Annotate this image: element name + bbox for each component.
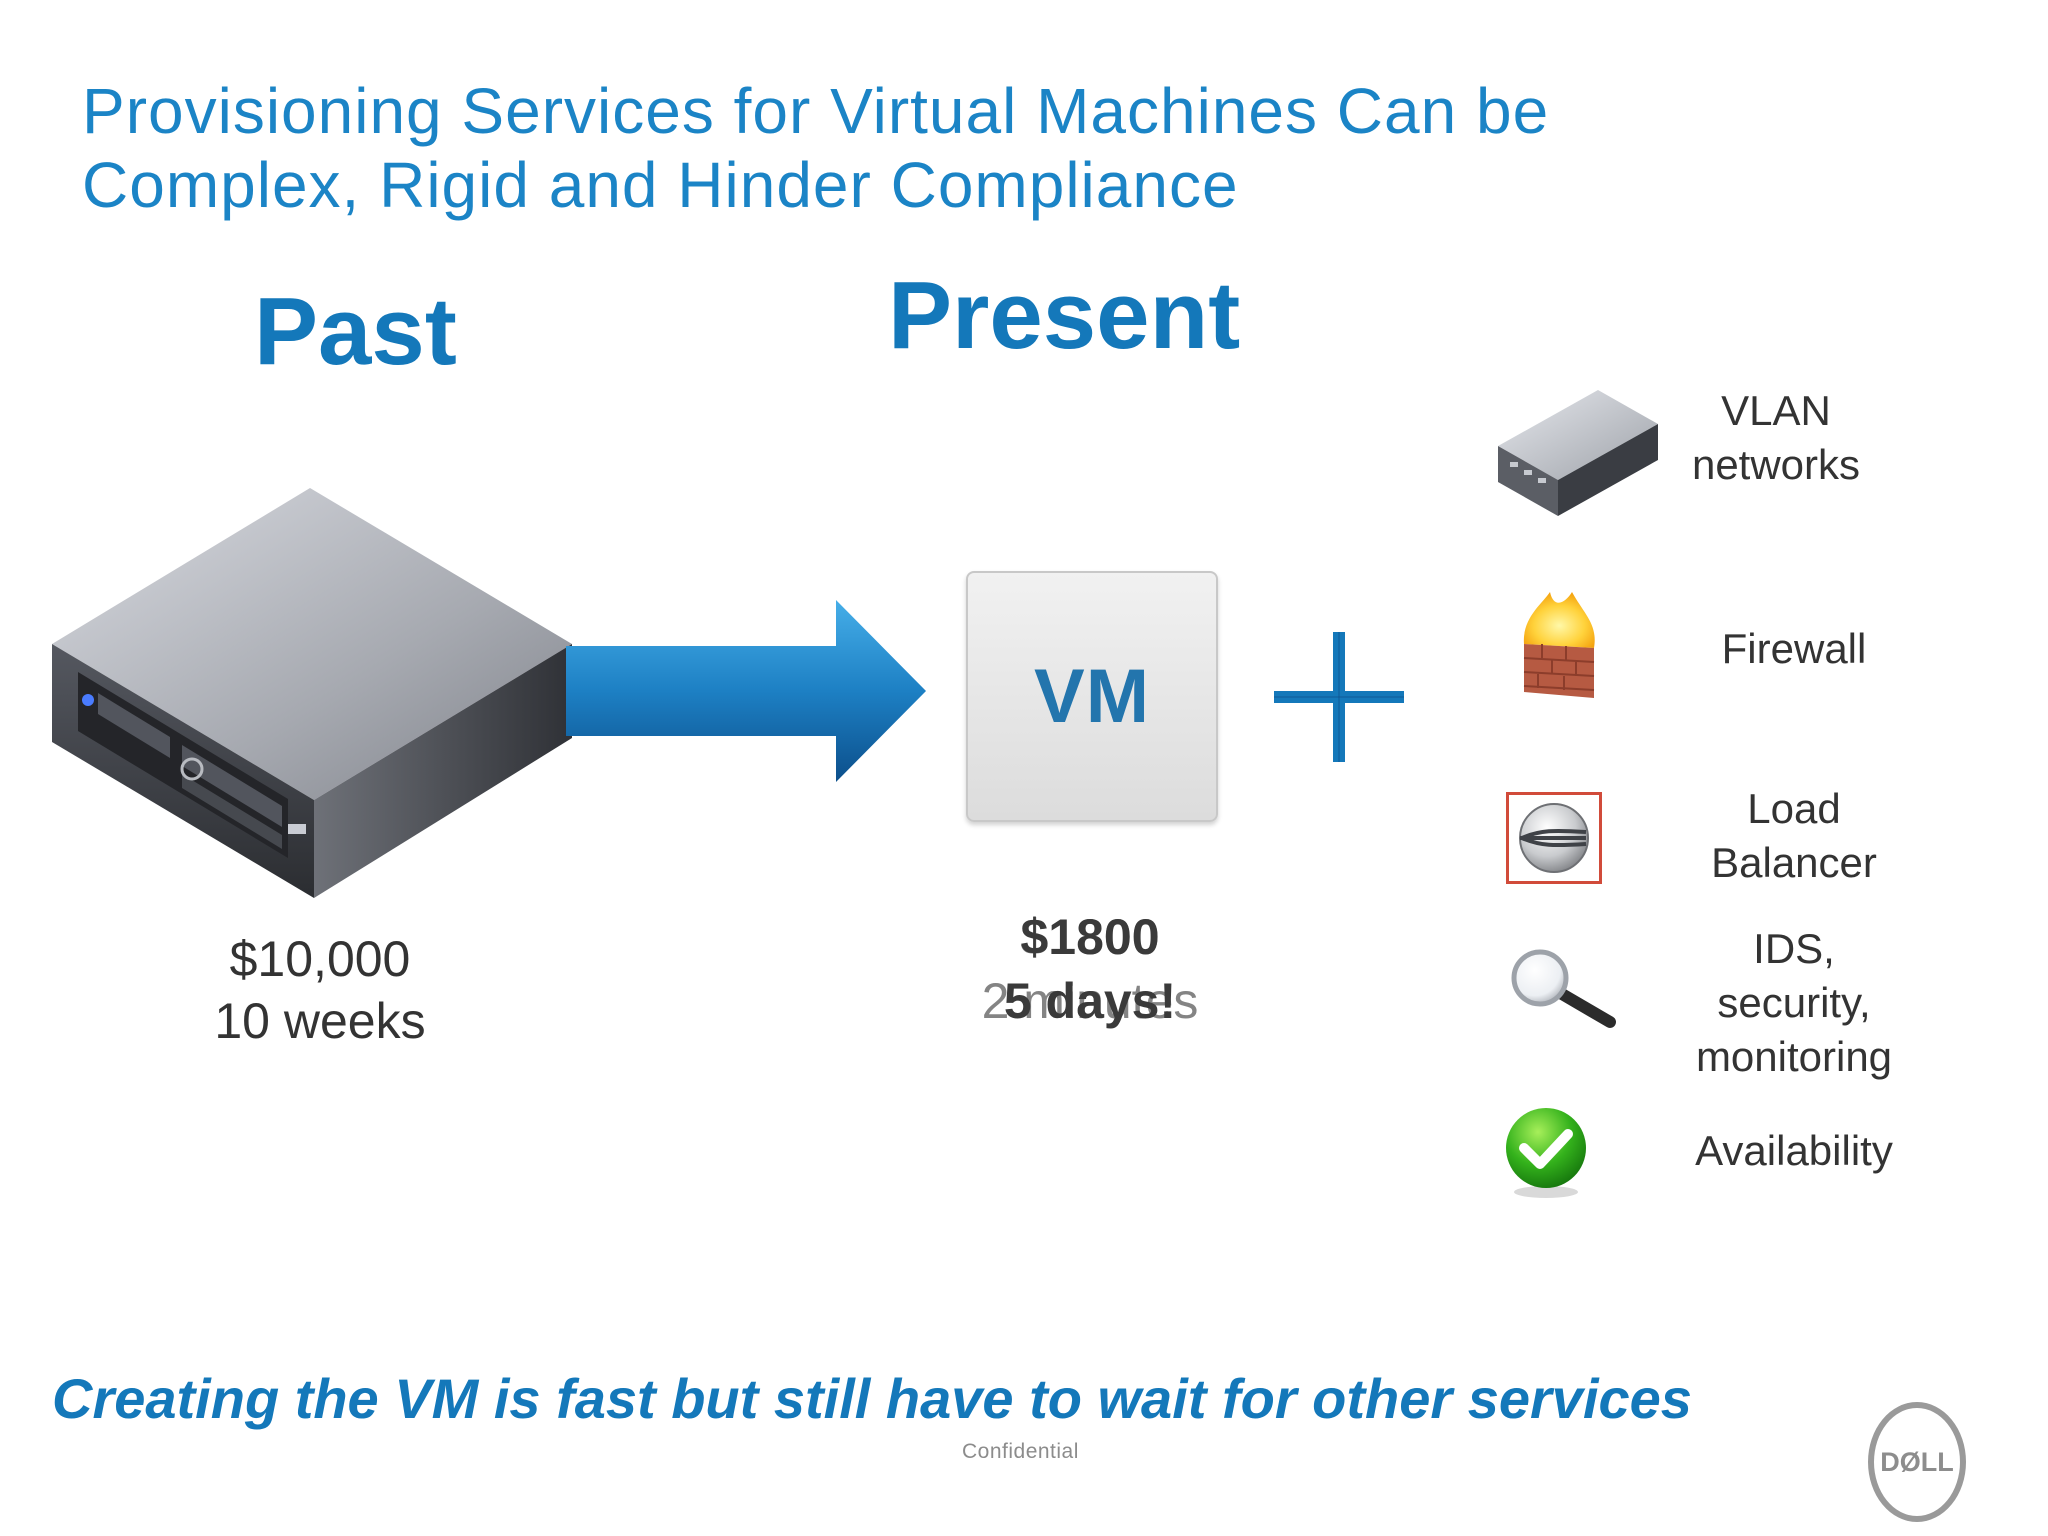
availability-label: Availability (1695, 1127, 1893, 1174)
vlan-label-line-1: VLAN (1721, 387, 1831, 434)
present-time-bold: 5 days! (1003, 973, 1177, 1029)
firewall-icon (1523, 592, 1595, 698)
bottom-note: Creating the VM is fast but still have t… (52, 1367, 1692, 1430)
present-time-line: 2 minutes 5 days! (930, 970, 1250, 1034)
service-label-firewall: Firewall (1644, 622, 1944, 676)
lb-label-line-1: Load (1747, 785, 1841, 832)
vm-label: VM (1034, 654, 1150, 739)
present-time-ghost: 2 minutes (981, 973, 1199, 1029)
ids-label-line-3: monitoring (1695, 1033, 1893, 1080)
vlan-label-line-2: networks (1691, 441, 1861, 488)
load-balancer-icon (1506, 792, 1602, 884)
plus-icon (1274, 632, 1404, 762)
past-cost: $10,000 (229, 931, 411, 987)
service-label-ids: IDS, security, monitoring (1644, 922, 1944, 1084)
virtual-machine-icon: VM (966, 571, 1218, 822)
network-switch-icon (1498, 390, 1658, 516)
present-cost-ghost: $1300 (1020, 909, 1160, 965)
dell-logo: DØLL (1868, 1402, 1966, 1522)
past-time: 10 weeks (214, 993, 426, 1049)
past-cost-block: $10,000 10 weeks (160, 928, 480, 1052)
slide-title-line-1: Provisioning Services for Virtual Machin… (82, 75, 1550, 147)
service-label-availability: Availability (1644, 1124, 1944, 1178)
past-heading: Past (254, 278, 457, 385)
service-label-load-balancer: Load Balancer (1644, 782, 1944, 890)
slide-title-line-2: Complex, Rigid and Hinder Compliance (82, 149, 1239, 221)
ids-label-line-2: security, (1717, 979, 1871, 1026)
lb-label-line-2: Balancer (1711, 839, 1877, 886)
present-cost-block: $1300 $1800 2 minutes 5 days! (930, 906, 1250, 1034)
dell-logo-text: DØLL (1880, 1446, 1954, 1477)
service-label-vlan: VLAN networks (1626, 384, 1926, 492)
present-cost-bold: $1800 (1020, 909, 1160, 965)
confidential-label: Confidential (962, 1440, 1079, 1463)
slide-title: Provisioning Services for Virtual Machin… (82, 74, 1762, 222)
present-heading: Present (888, 262, 1241, 369)
firewall-label: Firewall (1721, 625, 1867, 672)
magnifier-icon (1511, 949, 1616, 1028)
transition-arrow-icon (566, 600, 926, 782)
checkmark-icon (1506, 1108, 1586, 1198)
ids-label-line-1: IDS, (1753, 925, 1835, 972)
physical-server-icon (52, 488, 572, 898)
present-cost-line: $1300 $1800 (930, 906, 1250, 970)
